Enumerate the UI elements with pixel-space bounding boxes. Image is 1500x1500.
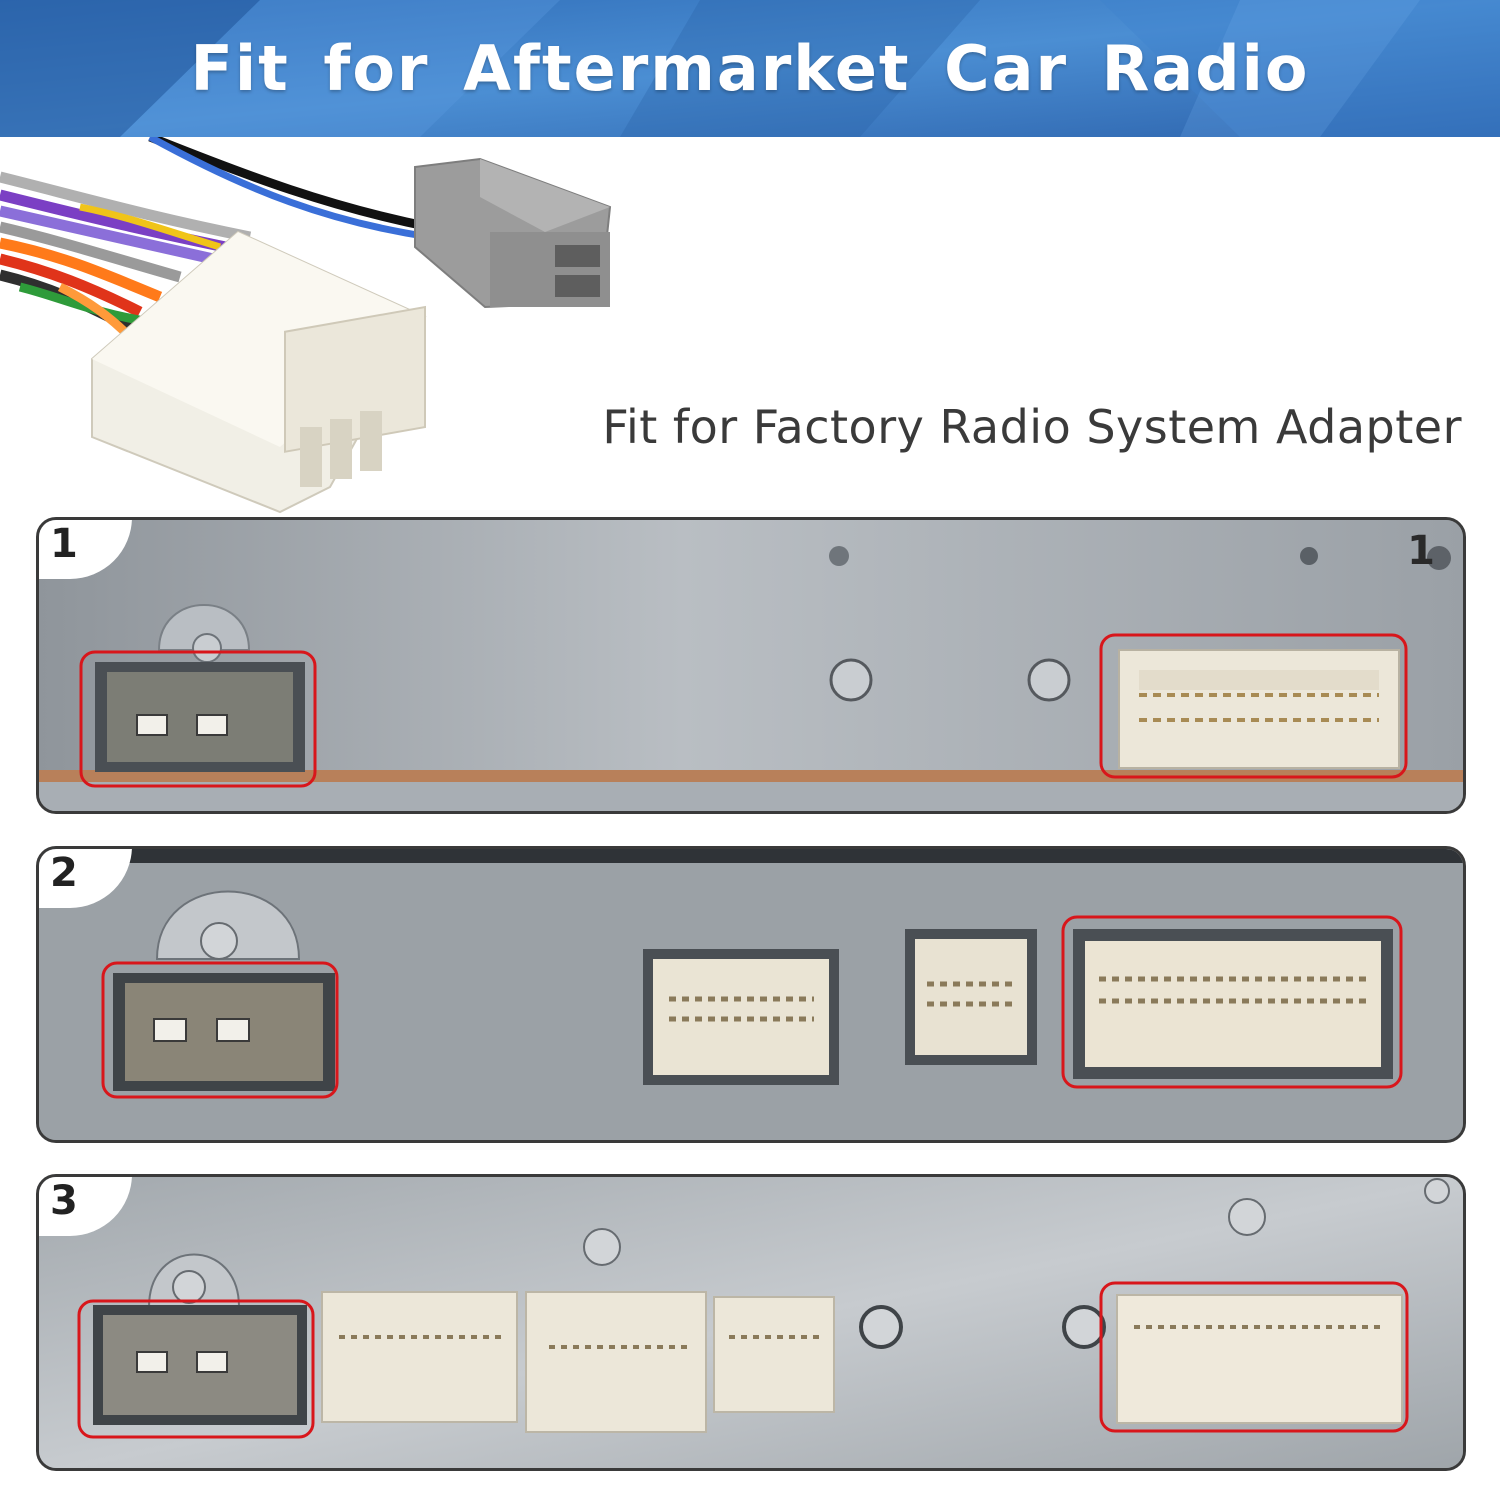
radio-back-photo-1 xyxy=(39,520,1463,811)
radio-panel-1: 1 1 xyxy=(36,517,1466,814)
radio-back-photo-3 xyxy=(39,1177,1463,1468)
banner-title: Fit for Aftermarket Car Radio xyxy=(190,32,1310,105)
header-banner: Fit for Aftermarket Car Radio xyxy=(0,0,1500,137)
wiring-harness-image xyxy=(0,137,612,514)
banner-background xyxy=(0,0,1500,137)
panel-number-badge: 3 xyxy=(39,1177,132,1236)
subtitle: Fit for Factory Radio System Adapter xyxy=(602,400,1462,454)
radio-panel-3: 3 xyxy=(36,1174,1466,1471)
radio-back-photo-2 xyxy=(39,849,1463,1140)
corner-mark: 1 xyxy=(1407,528,1435,574)
radio-panel-2: 2 xyxy=(36,846,1466,1143)
